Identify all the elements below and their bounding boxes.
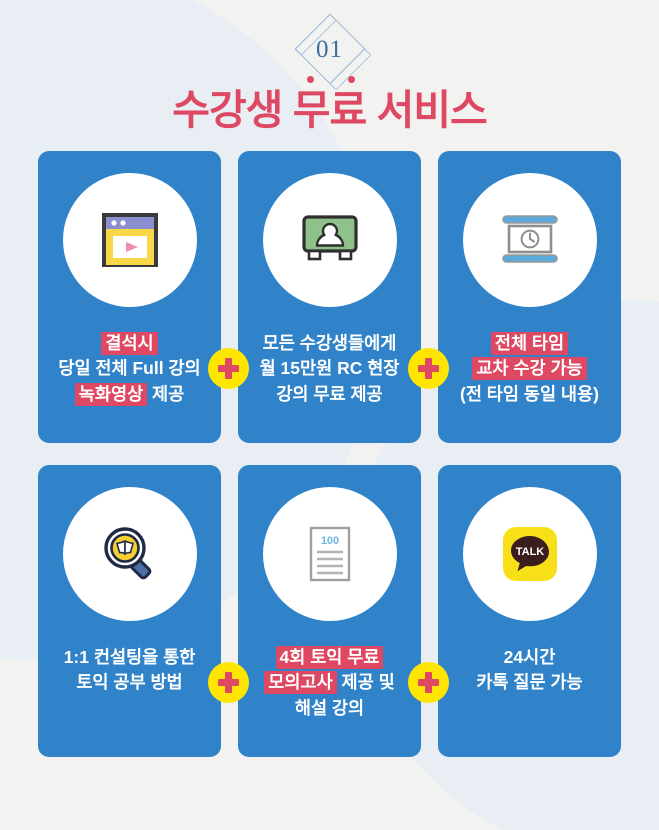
plain-text: 24시간 — [503, 647, 556, 667]
page-title: 수강생 무료 서비스 — [172, 87, 488, 133]
plain-text: 당일 전체 Full 강의 — [58, 358, 201, 379]
plain-text: 해설 강의 — [294, 697, 365, 718]
magnifier-book-icon — [103, 527, 151, 580]
icon-container — [62, 487, 197, 621]
plus-badge-2 — [408, 348, 449, 389]
service-card-2[interactable]: 모든 수강생들에게 월 15만원 RC 현장 강의 무료 제공 — [238, 151, 421, 443]
card-line: 카톡 질문 가능 — [444, 670, 615, 695]
document-100-icon: 100 — [309, 526, 350, 582]
card-line: 월 15만원 RC 현장 — [244, 356, 415, 381]
plain-text: 모든 수강생들에게 — [262, 333, 397, 353]
kakaotalk-icon: TALK — [502, 527, 557, 581]
card-text: 1:1 컨설팅을 통한 토익 공부 방법 — [38, 645, 221, 696]
plain-text: 강의 무료 제공 — [276, 383, 383, 404]
page-title-block: 수강생 무료 서비스 — [0, 76, 659, 133]
browser-play-icon — [101, 213, 158, 267]
card-line: 24시간 — [444, 645, 615, 670]
highlight-text: 결석시 — [101, 332, 158, 355]
card-line: 전체 타임 — [444, 331, 615, 356]
service-card-5[interactable]: 100 4회 토익 무료 모의고사 제공 및 해설 강의 — [238, 465, 421, 757]
section-number-badge: 01 — [0, 10, 659, 91]
card-line: (전 타임 동일 내용) — [444, 382, 615, 407]
plain-text: 토익 공부 방법 — [76, 672, 183, 693]
card-line: 결석시 — [44, 331, 215, 356]
card-text: 모든 수강생들에게 월 15만원 RC 현장 강의 무료 제공 — [238, 331, 421, 407]
service-card-1[interactable]: 결석시 당일 전체 Full 강의 녹화영상 제공 — [38, 151, 221, 443]
plain-text: 월 15만원 RC 현장 — [259, 358, 400, 379]
card-line: 모의고사 제공 및 — [244, 670, 415, 695]
highlight-text: 교차 수강 가능 — [472, 357, 587, 381]
plain-text: 제공 — [147, 383, 185, 404]
header: 01 수강생 무료 서비스 — [0, 0, 659, 131]
plus-badge-3 — [208, 662, 249, 703]
card-text: 전체 타임 교차 수강 가능 (전 타임 동일 내용) — [438, 331, 621, 407]
plain-text: 카톡 질문 가능 — [476, 672, 583, 693]
card-line: 모든 수강생들에게 — [244, 331, 415, 356]
card-line: 교차 수강 가능 — [444, 356, 615, 381]
plain-text: 제공 및 — [336, 672, 395, 693]
service-card-grid: 결석시 당일 전체 Full 강의 녹화영상 제공 모든 수강생들에게 월 15… — [38, 131, 621, 757]
service-card-4[interactable]: 1:1 컨설팅을 통한 토익 공부 방법 — [38, 465, 221, 757]
card-line: 1:1 컨설팅을 통한 — [44, 645, 215, 670]
highlight-text: 전체 타임 — [490, 332, 569, 355]
section-number: 01 — [316, 36, 343, 63]
title-accent-dots — [0, 76, 659, 86]
card-line: 토익 공부 방법 — [44, 670, 215, 695]
icon-container — [62, 173, 197, 307]
highlight-text: 모의고사 — [264, 671, 337, 695]
card-text: 결석시 당일 전체 Full 강의 녹화영상 제공 — [38, 331, 221, 407]
plus-badge-1 — [208, 348, 249, 389]
icon-container — [262, 173, 397, 307]
card-line: 당일 전체 Full 강의 — [44, 356, 215, 381]
title-dot-right — [348, 76, 355, 83]
icon-container — [462, 173, 597, 307]
highlight-text: 녹화영상 — [74, 382, 148, 406]
card-line: 강의 무료 제공 — [244, 382, 415, 407]
icon-container: TALK — [462, 487, 597, 621]
chalkboard-lecturer-icon — [301, 215, 358, 261]
service-card-3[interactable]: 전체 타임 교차 수강 가능 (전 타임 동일 내용) — [438, 151, 621, 443]
plain-text: 1:1 컨설팅을 통한 — [63, 647, 196, 667]
icon-container: 100 — [262, 487, 397, 621]
title-dot-left — [307, 76, 314, 83]
kakaotalk-label: TALK — [515, 546, 544, 558]
plain-text: (전 타임 동일 내용) — [460, 383, 599, 404]
card-text: 4회 토익 무료 모의고사 제공 및 해설 강의 — [238, 645, 421, 721]
card-line: 녹화영상 제공 — [44, 382, 215, 407]
clock-screen-icon — [501, 215, 558, 263]
card-line: 4회 토익 무료 — [244, 645, 415, 670]
svg-text:100: 100 — [320, 535, 338, 547]
card-text: 24시간 카톡 질문 가능 — [438, 645, 621, 696]
plus-badge-4 — [408, 662, 449, 703]
highlight-text: 4회 토익 무료 — [275, 646, 384, 669]
card-line: 해설 강의 — [244, 696, 415, 721]
service-card-6[interactable]: TALK 24시간 카톡 질문 가능 — [438, 465, 621, 757]
